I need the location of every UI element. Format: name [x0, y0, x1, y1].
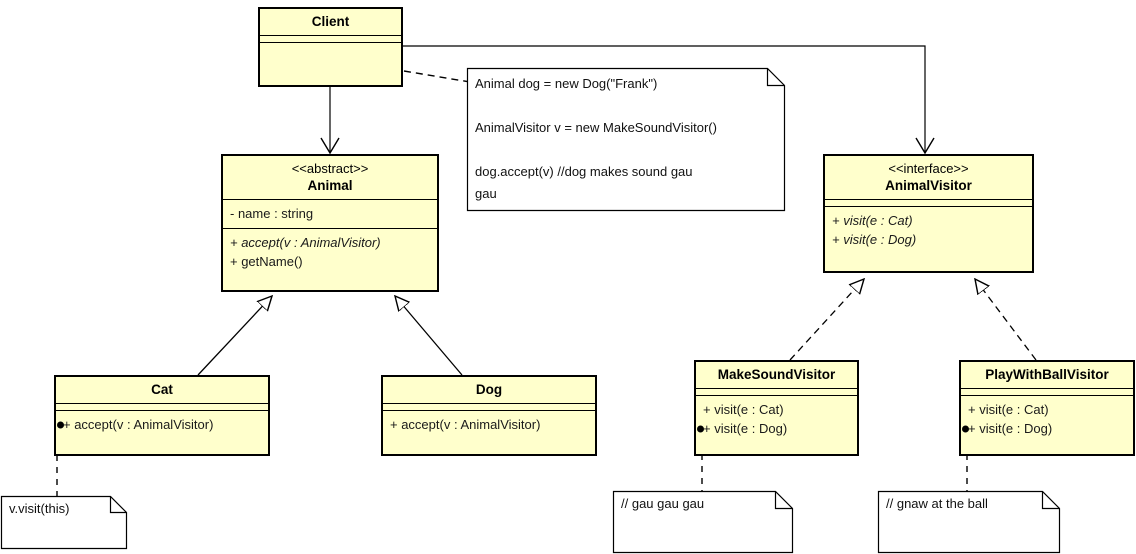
stereotype-abstract: <<abstract>>: [291, 161, 369, 176]
class-name-playwithballvisitor: PlayWithBallVisitor: [985, 367, 1109, 382]
edge-makesoundvisitor-to-animalvisitor: [789, 279, 864, 361]
operations-compartment-dog: + accept(v : AnimalVisitor): [383, 411, 595, 439]
operations-compartment-playwithballvisitor: + visit(e : Cat) + visit(e : Dog): [961, 396, 1133, 443]
class-box-animalvisitor[interactable]: <<interface>> AnimalVisitor + visit(e : …: [823, 154, 1034, 273]
compartment-divider: [56, 403, 268, 404]
note-text-playwithball: // gnaw at the ball: [886, 496, 988, 511]
compartment-divider: [961, 395, 1133, 396]
operation-row-accept: + accept(v : AnimalVisitor): [390, 417, 541, 432]
class-header-client: Client: [260, 9, 401, 35]
compartment-divider: [56, 410, 268, 411]
compartment-divider: [696, 395, 857, 396]
note-anchor-dot-icon: [57, 421, 64, 428]
class-box-dog[interactable]: Dog + accept(v : AnimalVisitor): [381, 375, 597, 456]
compartment-divider: [260, 35, 401, 36]
compartment-divider: [825, 199, 1032, 200]
operation-row-accept: + accept(v : AnimalVisitor): [230, 235, 381, 250]
class-name-cat: Cat: [151, 382, 173, 397]
compartment-divider: [961, 388, 1133, 389]
class-box-client[interactable]: Client: [258, 7, 403, 87]
edge-playwithballvisitor-to-animalvisitor: [975, 279, 1037, 361]
compartment-divider: [825, 206, 1032, 207]
class-header-makesoundvisitor: MakeSoundVisitor: [696, 362, 857, 388]
operations-compartment-makesoundvisitor: + visit(e : Cat) + visit(e : Dog): [696, 396, 857, 443]
class-name-dog: Dog: [475, 382, 503, 397]
operation-row-visit-cat: + visit(e : Cat): [968, 402, 1049, 417]
class-box-playwithballvisitor[interactable]: PlayWithBallVisitor + visit(e : Cat) + v…: [959, 360, 1135, 456]
stereotype-interface: <<interface>>: [888, 161, 969, 176]
operation-row-visit-cat: + visit(e : Cat): [832, 213, 913, 228]
class-header-cat: Cat: [56, 377, 268, 403]
operation-row-visit-cat: + visit(e : Cat): [703, 402, 784, 417]
operation-row-visit-dog: + visit(e : Dog): [962, 419, 1126, 438]
edge-cat-to-animal: [197, 296, 272, 376]
note-anchor-dot-icon: [697, 425, 704, 432]
note-anchor-dot-icon: [962, 425, 969, 432]
note-client[interactable]: Animal dog = new Dog("Frank") AnimalVisi…: [467, 68, 785, 211]
compartment-divider: [383, 410, 595, 411]
operations-compartment-animalvisitor: + visit(e : Cat) + visit(e : Dog): [825, 207, 1032, 254]
operations-compartment-cat: + accept(v : AnimalVisitor): [56, 411, 268, 439]
class-header-animal: <<abstract>> Animal: [223, 156, 437, 199]
class-name-animal: Animal: [307, 178, 353, 193]
edge-client-to-animal: [320, 87, 340, 155]
operation-label: + visit(e : Dog): [968, 421, 1053, 436]
class-header-animalvisitor: <<interface>> AnimalVisitor: [825, 156, 1032, 199]
compartment-divider: [696, 388, 857, 389]
compartment-divider: [223, 228, 437, 229]
operation-label: + visit(e : Dog): [703, 421, 788, 436]
class-name-client: Client: [311, 14, 350, 29]
class-box-cat[interactable]: Cat + accept(v : AnimalVisitor): [54, 375, 270, 456]
class-header-playwithballvisitor: PlayWithBallVisitor: [961, 362, 1133, 388]
edge-client-to-note: [403, 70, 471, 83]
compartment-divider: [383, 403, 595, 404]
note-playwithball[interactable]: // gnaw at the ball: [878, 491, 1060, 553]
attributes-compartment-animal: - name : string: [223, 200, 437, 228]
operation-row-getname: + getName(): [230, 254, 303, 269]
compartment-divider: [223, 199, 437, 200]
operation-row-visit-dog: + visit(e : Dog): [697, 419, 850, 438]
operation-row-accept: + accept(v : AnimalVisitor): [57, 415, 261, 434]
class-header-dog: Dog: [383, 377, 595, 403]
note-makesound[interactable]: // gau gau gau: [613, 491, 793, 553]
class-box-makesoundvisitor[interactable]: MakeSoundVisitor + visit(e : Cat) + visi…: [694, 360, 859, 456]
note-text-cat: v.visit(this): [9, 501, 70, 516]
class-box-animal[interactable]: <<abstract>> Animal - name : string + ac…: [221, 154, 439, 292]
note-cat[interactable]: v.visit(this): [1, 496, 127, 549]
attribute-row: - name : string: [230, 206, 314, 221]
class-name-makesoundvisitor: MakeSoundVisitor: [717, 367, 836, 382]
edge-dog-to-animal: [395, 296, 463, 376]
operations-compartment-animal: + accept(v : AnimalVisitor) + getName(): [223, 229, 437, 276]
operation-row-visit-dog: + visit(e : Dog): [832, 232, 917, 247]
class-name-animalvisitor: AnimalVisitor: [885, 178, 972, 193]
operations-compartment-client: [260, 43, 401, 85]
note-text-client: Animal dog = new Dog("Frank") AnimalVisi…: [475, 76, 717, 201]
operation-label: + accept(v : AnimalVisitor): [63, 417, 214, 432]
note-text-makesound: // gau gau gau: [621, 496, 705, 511]
compartment-divider: [260, 42, 401, 43]
